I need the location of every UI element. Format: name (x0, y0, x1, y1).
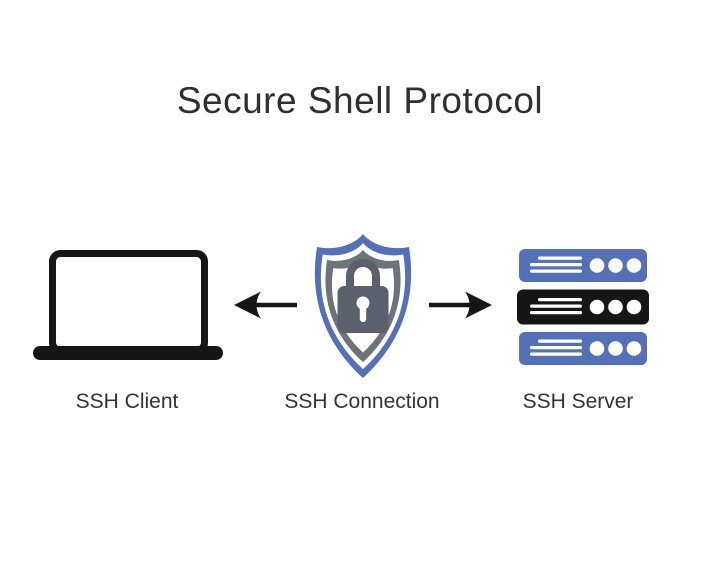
server-bar-bottom (519, 332, 647, 365)
connection-label: SSH Connection (284, 390, 440, 413)
arrow-right-icon (427, 287, 493, 323)
arrow-left-icon (233, 287, 299, 323)
shield-lock-icon (301, 232, 425, 380)
laptop-base (33, 346, 223, 360)
padlock-icon (337, 259, 389, 333)
client-label: SSH Client (75, 390, 179, 413)
laptop-icon (33, 248, 223, 364)
server-label: SSH Server (522, 390, 634, 413)
server-icon (517, 249, 649, 365)
server-bar-middle (517, 289, 649, 325)
server-bar-top (519, 249, 647, 282)
laptop-screen (49, 250, 208, 354)
page-title: Secure Shell Protocol (176, 80, 544, 121)
